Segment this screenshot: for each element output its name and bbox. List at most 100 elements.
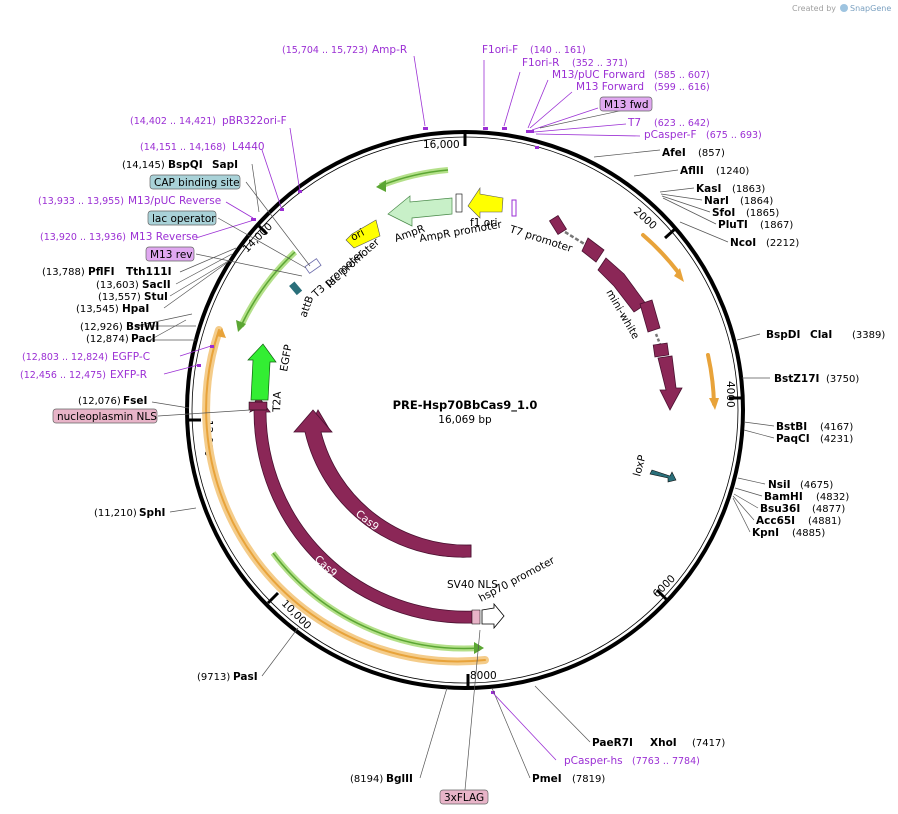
cas9-inner-arrow-body	[293, 409, 472, 558]
enzyme-pos: (12,076)	[78, 396, 121, 407]
enzyme-name: NsiI	[768, 479, 791, 491]
enzyme-name-2: Tth111I	[126, 266, 171, 278]
enzyme-pos: (3750)	[826, 374, 859, 385]
enzyme-pos: (4167)	[820, 422, 853, 433]
enzyme-pos: (13,603)	[96, 280, 139, 291]
enzyme-name-2: XhoI	[650, 737, 677, 749]
feature-label-sv40: SV40 NLS	[447, 579, 498, 591]
enzyme-pos: (8194)	[350, 774, 383, 785]
enzyme-name: BspDI	[766, 329, 800, 341]
enzyme-pos: (7417)	[692, 738, 725, 749]
enzyme-name: SphI	[139, 507, 165, 519]
enzyme-pos: (13,557)	[98, 292, 141, 303]
enzyme-pos: (12,874)	[86, 334, 129, 345]
enzyme-name: KpnI	[752, 527, 779, 539]
feature-label-loxp: loxP	[631, 454, 648, 478]
primer-pos: (599 .. 616)	[654, 82, 710, 93]
box-label-m13fwd: M13 fwd	[604, 99, 649, 111]
enzymes-left: (11,210) SphI (12,076) FseI (12,874) Pac…	[42, 159, 238, 519]
enzyme-pos: (1863)	[732, 184, 765, 195]
enzyme-name: AfeI	[662, 147, 686, 159]
primer-name: M13/pUC Forward	[552, 69, 645, 81]
enzyme-name: FseI	[123, 395, 147, 407]
enzyme-pos: (4675)	[800, 480, 833, 491]
enzyme-pos: (1240)	[716, 166, 749, 177]
enzyme-pos: (2212)	[766, 238, 799, 249]
enzyme-pos: (4885)	[792, 528, 825, 539]
enzyme-pos: (4231)	[820, 434, 853, 445]
credit-brand: SnapGene	[850, 4, 891, 13]
inner-arc-arrows	[236, 167, 484, 654]
primer-name: M13/pUC Reverse	[128, 195, 221, 207]
boxed-features: M13 fwd CAP binding site lac operator M1…	[52, 96, 653, 805]
enzyme-pos: (9713)	[197, 672, 230, 683]
primer-pos: (13,920 .. 13,936)	[40, 232, 126, 243]
enzyme-name-2: SapI	[212, 159, 238, 171]
primer-name: T7	[627, 117, 641, 129]
enzyme-name: AflII	[680, 165, 704, 177]
enzyme-pos: (13,788)	[42, 267, 85, 278]
enzyme-name: PaqCI	[776, 433, 810, 445]
egfp-arrow	[247, 343, 277, 401]
enzyme-pos: (11,210)	[94, 508, 137, 519]
tick-label-16000: 16,000	[423, 139, 460, 151]
enzyme-name: PasI	[233, 671, 258, 683]
enzyme-name: PluTI	[718, 219, 748, 231]
tick-label-4000: 4000	[724, 381, 736, 408]
enzyme-pos: (14,145)	[122, 160, 165, 171]
primer-name: pBR322ori-F	[222, 115, 287, 127]
enzyme-pos: (1867)	[760, 220, 793, 231]
primer-name: F1ori-F	[482, 44, 518, 56]
mini-white-feature	[548, 215, 683, 411]
feature-label-attb: attB	[298, 294, 317, 319]
primer-name: F1ori-R	[522, 57, 559, 69]
enzyme-name: PmeI	[532, 773, 562, 785]
enzyme-pos: (4832)	[816, 492, 849, 503]
primers-top: (15,704 .. 15,723) Amp-R F1ori-F (140 ..…	[282, 44, 762, 141]
enzyme-name: Acc65I	[756, 515, 795, 527]
box-label-lacop: lac operator	[152, 213, 216, 225]
enzyme-name: SfoI	[712, 207, 735, 219]
enzyme-pos: (13,545)	[76, 304, 119, 315]
primer-name: pCasper-F	[644, 129, 697, 141]
enzyme-name: StuI	[144, 291, 168, 303]
primer-pos: (585 .. 607)	[654, 70, 710, 81]
enzyme-name: BstZ17I	[774, 373, 819, 385]
credit-label: Created by	[792, 4, 836, 13]
primer-pos: (12,803 .. 12,824)	[22, 352, 108, 363]
enzyme-name: NcoI	[730, 237, 756, 249]
loxp-icon	[649, 469, 677, 483]
enzyme-pos: (3389)	[852, 330, 885, 341]
primer-pos: (12,456 .. 12,475)	[20, 370, 106, 381]
ori-arrow	[345, 219, 381, 249]
ampr-arrow	[387, 195, 453, 227]
enzyme-name: PacI	[131, 333, 156, 345]
primer-name: EXFP-R	[110, 369, 147, 381]
t2a-icon	[248, 401, 268, 411]
primer-pos: (14,151 .. 14,168)	[140, 142, 226, 153]
enzyme-name-2: ClaI	[810, 329, 832, 341]
enzyme-name: NarI	[704, 195, 729, 207]
primers-left: (14,402 .. 14,421) pBR322ori-F (14,151 .…	[20, 115, 700, 767]
primer-pos: (623 .. 642)	[654, 118, 710, 129]
sv40-nls-icon	[471, 609, 481, 625]
plasmid-name: PRE-Hsp70BbCas9_1.0	[393, 398, 538, 413]
enzyme-leader-lines	[135, 149, 775, 779]
enzyme-pos: (7819)	[572, 774, 605, 785]
primer-pos: (15,704 .. 15,723)	[282, 45, 368, 56]
primer-pos: (7763 .. 7784)	[632, 756, 700, 767]
primer-name: L4440	[232, 141, 265, 153]
feature-label-f1ori: f1 ori	[470, 217, 497, 229]
feature-label-ori: ori	[349, 227, 367, 244]
enzymes-right: AfeI (857) AflII (1240) KasI (1863) NarI…	[662, 147, 885, 539]
enzyme-name: BsiWI	[126, 321, 159, 333]
primer-leader-lines	[163, 55, 641, 761]
enzymes-bottom: PaeR7I XhoI (7417) PmeI (7819) (8194) Bg…	[197, 671, 725, 785]
plasmid-size: 16,069 bp	[438, 414, 492, 426]
primer-pos: (14,402 .. 14,421)	[130, 116, 216, 127]
primer-pos: (13,933 .. 13,955)	[38, 196, 124, 207]
enzyme-pos: (1865)	[746, 208, 779, 219]
feature-label-egfp: EGFP	[278, 344, 295, 373]
ampr-promoter-arrow	[467, 187, 504, 219]
